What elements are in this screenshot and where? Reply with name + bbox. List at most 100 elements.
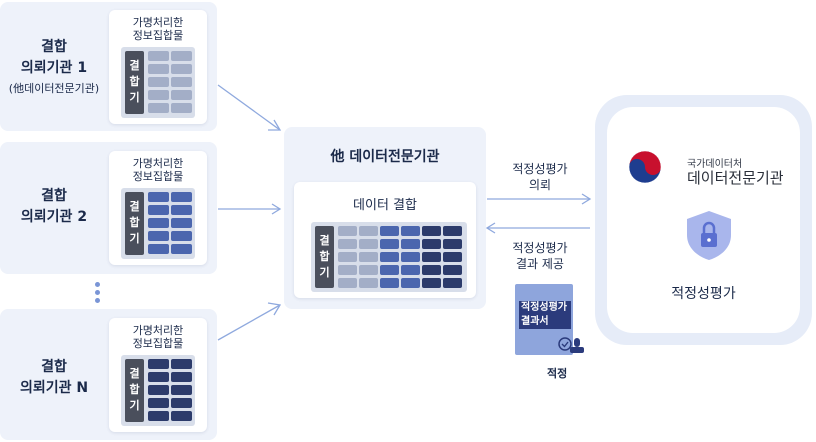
data-cell	[443, 278, 462, 288]
data-cell	[171, 359, 192, 369]
data-cell	[359, 278, 378, 288]
data-cell	[148, 244, 169, 254]
data-cell	[338, 265, 357, 275]
data-cell	[171, 205, 192, 215]
data-cell	[171, 51, 192, 61]
agency-name: 데이터전문기관	[687, 169, 784, 187]
data-cell	[443, 265, 462, 275]
agency-name-small: 국가데이터처	[687, 159, 743, 170]
data-cell	[171, 192, 192, 202]
data-cell	[148, 398, 169, 408]
data-cell	[401, 226, 420, 236]
data-cell	[359, 226, 378, 236]
data-cell	[443, 252, 462, 262]
requester-1-sub: (他데이터전문기관)	[8, 82, 100, 95]
requester-2-label-line1: 결합	[41, 188, 67, 204]
data-cell	[401, 252, 420, 262]
data-cell	[422, 278, 441, 288]
data-cell	[148, 77, 169, 87]
evaluator-label: 적정성평가	[671, 286, 736, 302]
data-cell	[148, 205, 169, 215]
lock-shield-icon	[687, 211, 731, 260]
data-cell	[359, 239, 378, 249]
requester-1-label-line1: 결합	[41, 39, 67, 55]
data-cell	[148, 103, 169, 113]
data-cell	[338, 239, 357, 249]
data-cell	[401, 278, 420, 288]
data-cell	[338, 252, 357, 262]
data-cell	[359, 252, 378, 262]
data-cell	[422, 252, 441, 262]
data-cell	[338, 278, 357, 288]
requester-n-label-line1: 결합	[41, 359, 67, 375]
data-cell	[148, 411, 169, 421]
data-cell	[171, 244, 192, 254]
data-cell	[401, 265, 420, 275]
data-cell	[171, 398, 192, 408]
data-cell	[443, 226, 462, 236]
arrow-requester-n	[217, 304, 281, 341]
data-cell	[148, 218, 169, 228]
evaluator-agency-card: 국가데이터처 데이터전문기관	[607, 107, 800, 333]
government-emblem-icon	[628, 150, 662, 184]
data-cell	[171, 77, 192, 87]
evaluator-agency-box: 국가데이터처 데이터전문기관 적정성평가	[595, 95, 812, 345]
data-cell	[171, 103, 192, 113]
data-cell	[380, 226, 399, 236]
data-cell	[422, 226, 441, 236]
data-cell	[380, 239, 399, 249]
data-cell	[148, 385, 169, 395]
data-cell	[171, 411, 192, 421]
stamp-text: 적정	[547, 367, 568, 380]
data-cell	[338, 226, 357, 236]
data-cell	[148, 372, 169, 382]
data-cell	[148, 231, 169, 241]
data-cell	[171, 385, 192, 395]
data-cell	[401, 239, 420, 249]
data-cell	[171, 90, 192, 100]
data-cell	[148, 90, 169, 100]
requester-2-label-line2: 의뢰기관 2	[20, 209, 88, 225]
data-cell	[148, 359, 169, 369]
other-data-agency-title: 他 데이터전문기관	[330, 149, 440, 165]
data-cell	[171, 64, 192, 74]
data-cell	[359, 265, 378, 275]
data-cell	[380, 265, 399, 275]
data-cell	[443, 239, 462, 249]
data-cell	[148, 192, 169, 202]
approval-stamp-icon	[558, 337, 584, 353]
requester-n-label-line2: 의뢰기관 N	[19, 380, 89, 396]
data-cell	[171, 218, 192, 228]
requester-1-label-line2: 의뢰기관 1	[20, 60, 88, 76]
data-cell	[171, 231, 192, 241]
data-cell	[422, 239, 441, 249]
data-cell	[148, 51, 169, 61]
arrow-requester-1	[217, 84, 281, 131]
data-cell	[380, 252, 399, 262]
data-cell	[380, 278, 399, 288]
data-cell	[422, 265, 441, 275]
